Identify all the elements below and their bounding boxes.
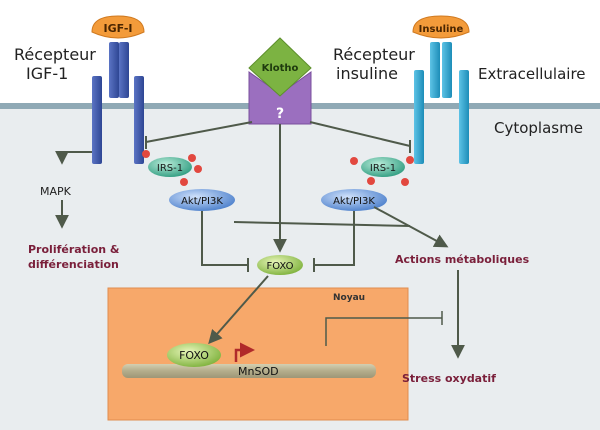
mapk-label: MAPK [40, 185, 72, 198]
irs1-left: IRS-1 [148, 157, 192, 177]
proliferation-label-line1: Prolifération & [28, 243, 120, 256]
igf-ligand-label: IGF-I [104, 22, 133, 35]
foxo-cytoplasm: FOXO [257, 255, 303, 275]
insulin-ligand-label: Insuline [419, 24, 464, 35]
cytoplasm-label: Cytoplasme [494, 119, 583, 137]
foxo-nucleus-label: FOXO [179, 349, 209, 362]
klotho-inhibition-lines [145, 121, 411, 153]
irs1-right: IRS-1 [361, 157, 405, 177]
insulin-receptor-label-line1: Récepteur [333, 45, 415, 64]
transcription-start-arrow [234, 342, 255, 362]
insulin-receptor-label-line2: insuline [336, 64, 398, 83]
irs1-right-label: IRS-1 [370, 163, 396, 174]
foxo-cytoplasm-label: FOXO [266, 261, 293, 272]
igf-ligand: IGF-I [91, 15, 145, 39]
dna-strand [122, 364, 376, 378]
extracellular-label: Extracellulaire [478, 65, 586, 83]
oxidative-stress-label: Stress oxydatif [402, 372, 496, 385]
igf1-receptor-label-line2: IGF-1 [26, 64, 68, 83]
insulin-receptor [414, 42, 469, 164]
mnsod-inhibits-stress [325, 311, 443, 346]
akt-right-label: Akt/PI3K [333, 196, 375, 207]
akt-left-label: Akt/PI3K [181, 196, 223, 207]
klotho-question-mark: ? [276, 106, 284, 122]
mapk-arrow [55, 150, 92, 229]
metabolic-actions-label: Actions métaboliques [395, 253, 530, 266]
phospho-groups-right [350, 156, 414, 186]
akt-pi3k-left: Akt/PI3K [169, 189, 235, 211]
irs1-left-label: IRS-1 [157, 163, 183, 174]
foxo-nucleus: FOXO [167, 343, 221, 367]
klotho-label: Klotho [262, 63, 299, 74]
foxo-translocation-arrow [208, 275, 269, 345]
mnsod-gene-label: MnSOD [238, 365, 279, 378]
insulin-ligand: Insuline [412, 15, 470, 39]
klotho-protein: Klotho ? [248, 37, 312, 125]
akt-to-metabolic-arrows [233, 206, 449, 248]
nucleus-label: Noyau [333, 293, 365, 303]
akt-pi3k-right: Akt/PI3K [321, 189, 387, 211]
igf1-receptor-label-line1: Récepteur [14, 45, 96, 64]
nucleus-box [107, 287, 409, 421]
proliferation-label-line2: différenciation [28, 258, 119, 271]
igf1-receptor [92, 42, 144, 164]
akt-right-inhibits-foxo [313, 211, 355, 272]
phospho-groups-left [142, 150, 202, 186]
akt-left-inhibits-foxo [201, 211, 249, 272]
